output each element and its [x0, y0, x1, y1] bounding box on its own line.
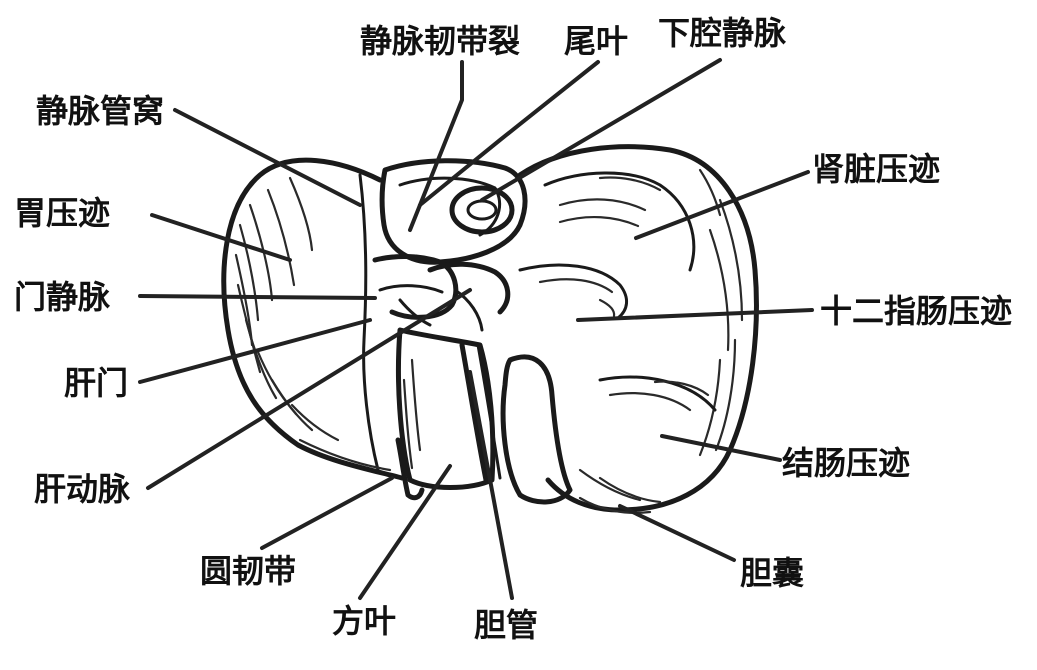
quadrate-lobe-hatching — [402, 358, 422, 470]
label-fossa-ductus-venosi: 静脉管窝 — [36, 92, 165, 130]
label-gastric-impression: 胃压迹 — [14, 194, 111, 232]
gallbladder-outline — [500, 354, 573, 505]
label-porta-hepatis: 肝门 — [64, 364, 129, 402]
ivc-outer — [449, 185, 515, 235]
ivc-inner — [466, 199, 498, 221]
label-quadrate-lobe: 方叶 — [332, 602, 397, 640]
porta-hepatis-structures — [372, 253, 511, 332]
label-colic-impression: 结肠压迹 — [782, 444, 911, 482]
leader-lines — [138, 58, 814, 600]
leader-hepatic-artery — [146, 288, 472, 490]
round-ligament — [395, 437, 425, 501]
leader-ivc — [480, 58, 722, 202]
left-lobe-inner-edge — [358, 173, 380, 472]
label-bile-duct: 胆管 — [474, 606, 539, 644]
bile-duct-shape — [459, 342, 489, 483]
duodenal-impression-shading — [518, 263, 628, 320]
label-renal-impression: 肾脏压迹 — [812, 150, 941, 188]
label-ligamentum-venosum-fissure: 静脉韧带裂 — [360, 22, 521, 60]
label-duodenal-impression: 十二指肠压迹 — [820, 292, 1013, 330]
leader-duodenal — [576, 308, 814, 322]
label-round-ligament: 圆韧带 — [200, 552, 297, 590]
bile-duct-shape-2 — [476, 343, 502, 480]
label-inferior-vena-cava: 下腔静脉 — [658, 14, 787, 52]
leader-gallbladder — [618, 504, 736, 562]
leader-quadrate — [358, 464, 452, 600]
leader-fossa-venosi — [173, 108, 362, 207]
left-lobe-outline — [221, 157, 405, 481]
bottom-edge-hatching — [298, 438, 652, 514]
leader-portal-vein — [138, 294, 377, 300]
right-lobe-outline — [517, 144, 759, 513]
leader-gastric — [150, 213, 292, 262]
leader-round-ligament — [260, 476, 394, 550]
label-gallbladder: 胆囊 — [740, 554, 805, 592]
leader-colic — [660, 434, 782, 462]
label-caudate-lobe: 尾叶 — [564, 22, 629, 60]
leader-bile-duct — [468, 370, 514, 600]
leader-porta — [138, 318, 372, 384]
label-hepatic-artery: 肝动脉 — [34, 470, 131, 508]
label-portal-vein: 门静脉 — [14, 278, 111, 316]
leader-renal — [634, 170, 810, 240]
leader-caudate-lobe — [418, 60, 600, 207]
renal-impression-shading — [543, 171, 696, 272]
right-lobe-hatching — [698, 168, 744, 457]
colic-impression-shading — [578, 375, 717, 504]
